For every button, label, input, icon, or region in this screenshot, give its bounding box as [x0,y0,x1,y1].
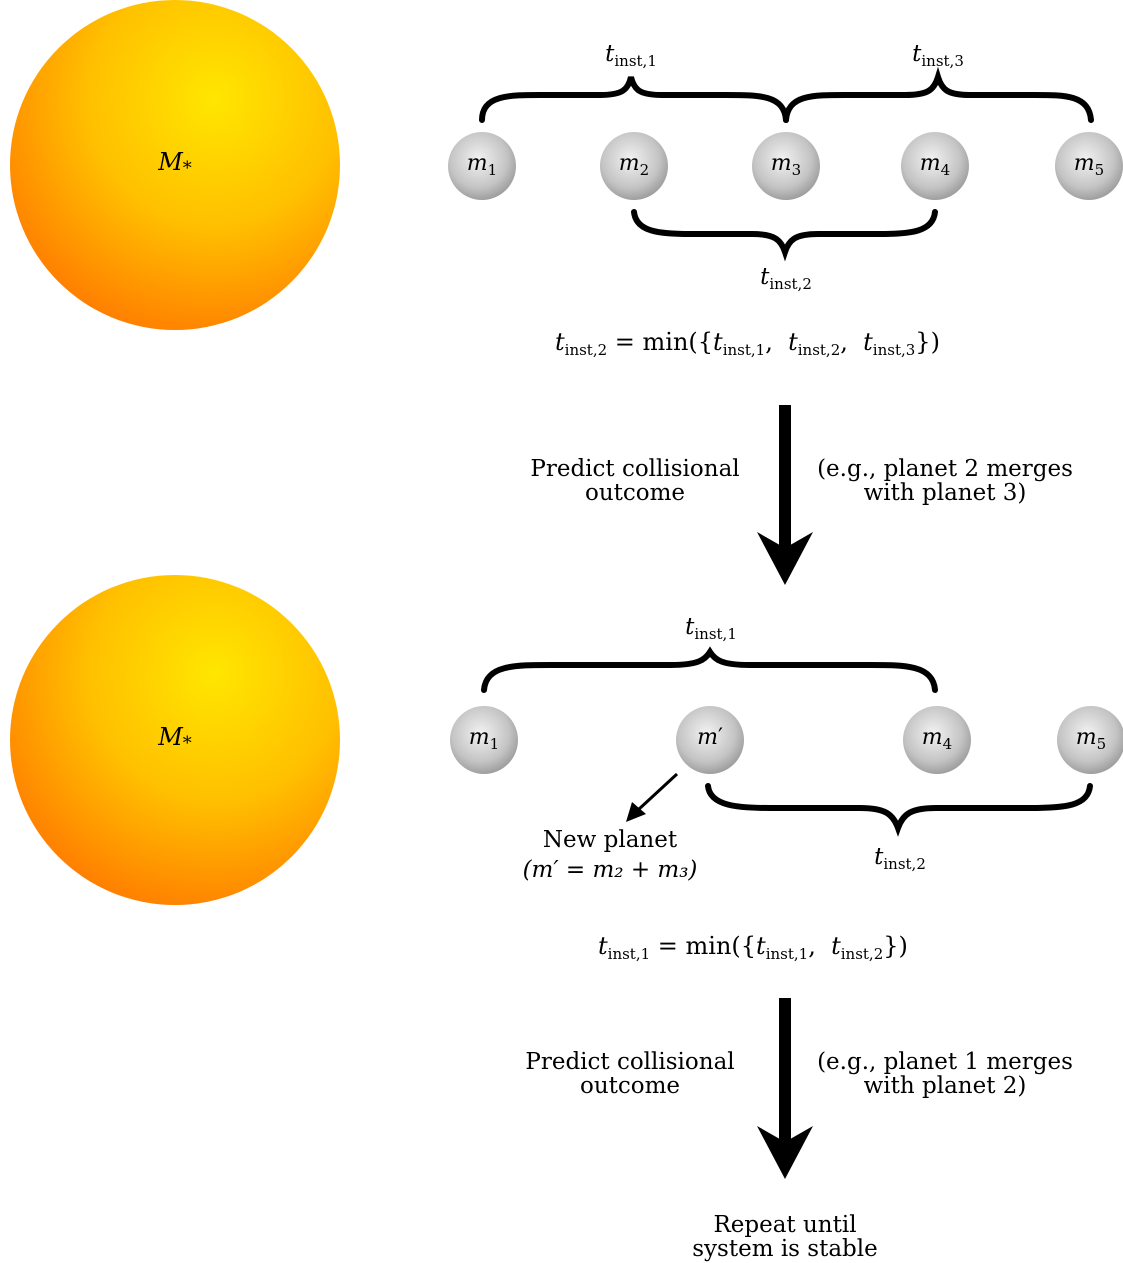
brace-tinst3-top [783,66,1094,123]
star-top [10,0,340,330]
planet-m4-top [901,132,969,200]
planet-m1-bottom [450,706,518,774]
star-bottom [10,575,340,905]
arrow-shaft-2 [779,998,791,1143]
planet-m5-bottom [1057,706,1123,774]
arrow-head-2 [757,1126,813,1179]
planet-label-mprime-bottom: m′ [697,725,723,750]
planet-mprime-bottom [676,706,744,774]
brace-tinst1-bottom [481,646,938,693]
brace-label-tinst2-bottom: tinst,2 [874,844,926,873]
arrow-head-1 [757,532,813,585]
planet-m2-top [600,132,668,200]
equation-top: tinst,2 = min({tinst,1, tinst,2, tinst,3… [555,328,940,359]
brace-tinst1-top [479,76,789,123]
planet-m4-bottom [903,706,971,774]
planet-m1-top [448,132,516,200]
arrow-shaft-1 [779,405,791,550]
brace-label-tinst1-top: tinst,1 [605,41,657,70]
star-label-top: M* [158,148,192,179]
planet-m3-top [752,132,820,200]
new-planet-arrow-head [626,802,646,822]
planet-label-m4-top: m4 [919,151,951,179]
equation-bottom: tinst,1 = min({tinst,1, tinst,2}) [598,932,908,963]
planet-m5-top [1055,132,1123,200]
new-planet-text: New planet (m′ = m₂ + m₃) [522,827,698,884]
brace-tinst2-top [631,209,938,262]
planet-label-m1-top: m1 [466,151,498,179]
planet-label-m3-top: m3 [770,151,802,179]
planet-label-m2-top: m2 [618,151,650,179]
brace-label-tinst1-bottom: tinst,1 [685,614,737,643]
new-planet-arrow-line [636,772,679,812]
brace-label-tinst2-top: tinst,2 [760,264,812,293]
brace-label-tinst3-top: tinst,3 [912,41,964,70]
planet-label-m4-bottom: m4 [921,725,953,753]
star-label-bottom: M* [158,723,192,754]
planet-label-m5-bottom: m5 [1075,725,1107,753]
brace-tinst2-bottom [705,783,1093,837]
planet-label-m5-top: m5 [1073,151,1105,179]
planet-label-m1-bottom: m1 [468,725,500,753]
